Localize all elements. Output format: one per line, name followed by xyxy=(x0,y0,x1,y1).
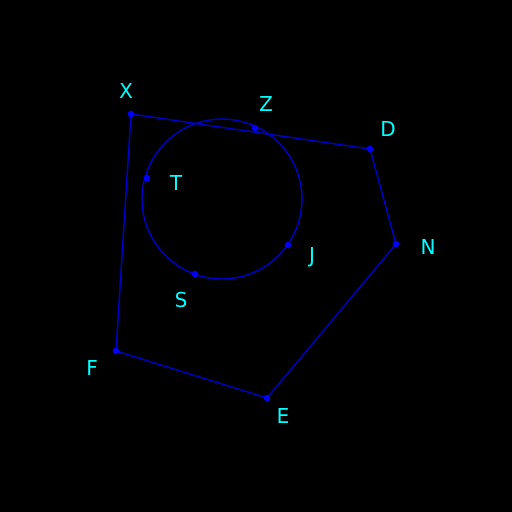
point-j xyxy=(284,241,292,249)
point-s xyxy=(191,270,199,278)
circle xyxy=(141,118,303,280)
label-e: E xyxy=(277,404,290,428)
label-s: S xyxy=(175,288,188,312)
point-x xyxy=(127,110,135,118)
label-j: J xyxy=(307,243,315,267)
label-f: F xyxy=(86,356,98,380)
point-z xyxy=(251,124,259,132)
point-n xyxy=(392,240,400,248)
point-t xyxy=(143,174,151,182)
pentagon-xdnef xyxy=(115,113,397,399)
label-z: Z xyxy=(259,92,273,116)
label-n: N xyxy=(421,235,436,259)
point-e xyxy=(263,394,271,402)
label-t: T xyxy=(169,171,183,195)
label-d: D xyxy=(380,117,395,141)
point-f xyxy=(112,347,120,355)
point-d xyxy=(366,145,374,153)
label-x: X xyxy=(119,79,133,103)
